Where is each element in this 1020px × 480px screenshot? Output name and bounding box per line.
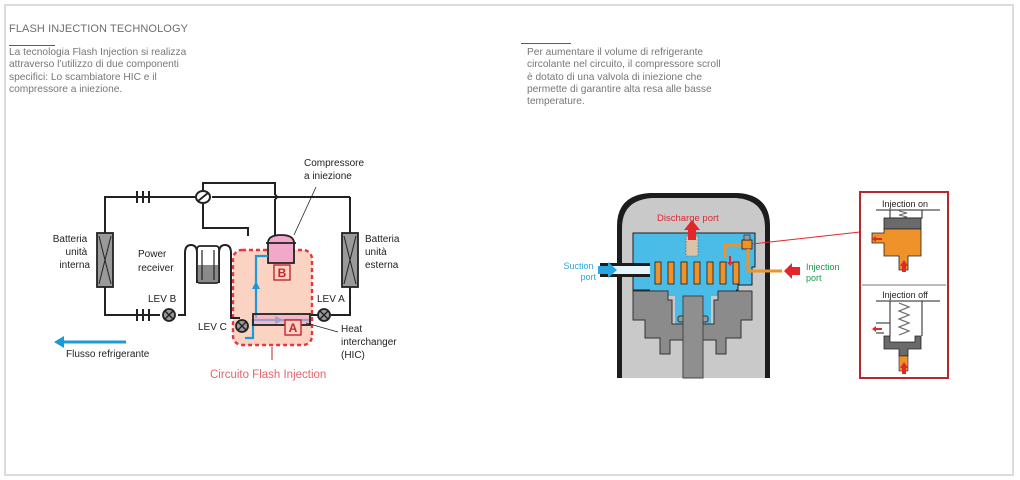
service-valve-top bbox=[136, 191, 150, 203]
four-way-valve-icon bbox=[195, 190, 211, 204]
zone-b-box bbox=[273, 264, 291, 281]
lev-b-valve-icon bbox=[162, 308, 176, 322]
drive-shaft bbox=[682, 295, 704, 379]
valve-callout-line bbox=[751, 231, 861, 245]
right-description: Per aumentare il volume di refrigerante … bbox=[527, 47, 721, 108]
flow-legend-arrowhead-icon bbox=[54, 336, 64, 348]
right-description-line: Per aumentare il volume di refrigerante bbox=[527, 47, 704, 58]
injection-on-label: Injection on bbox=[882, 199, 928, 209]
heat-interchanger-icon bbox=[252, 313, 311, 326]
refrigerant-piping bbox=[104, 182, 351, 319]
injection-port-label-line: Injection bbox=[806, 262, 840, 272]
injection-internal-arrow-icon bbox=[727, 256, 733, 266]
suction-arrow-icon bbox=[598, 262, 617, 278]
flow-arrow-up bbox=[252, 281, 260, 289]
lev-a-valve-icon bbox=[317, 308, 331, 322]
compressor-label-line: Compressore bbox=[304, 158, 364, 169]
right-accent-line bbox=[521, 43, 571, 44]
discharge-port-label: Discharge port bbox=[657, 213, 719, 224]
indoor-coil-label-line: Batteria bbox=[53, 234, 88, 245]
left-accent-line bbox=[9, 45, 55, 46]
lev-b-label: LEV B bbox=[148, 294, 177, 305]
right-description-line: circolante nel circuito, il compressore … bbox=[527, 59, 721, 71]
service-valve-bottom bbox=[136, 309, 150, 321]
outdoor-coil-label: Batteria unità esterna bbox=[365, 234, 402, 271]
injection-on-out-arrow-icon bbox=[872, 236, 882, 242]
indoor-coil-label-line: unità bbox=[66, 247, 88, 258]
outdoor-coil-icon bbox=[341, 232, 359, 288]
hic-label-line: interchanger bbox=[341, 337, 397, 348]
compressor-leader-line bbox=[293, 186, 317, 236]
outdoor-coil-label-line: unità bbox=[365, 247, 387, 258]
injection-off-in-arrow-icon bbox=[900, 362, 908, 374]
indoor-coil-icon bbox=[96, 232, 114, 288]
injection-off-label: Injection off bbox=[882, 290, 928, 300]
injection-on-in-arrow-icon bbox=[900, 260, 908, 272]
power-receiver-icon bbox=[196, 245, 220, 284]
indoor-coil-label: Batteria unità interna bbox=[53, 234, 91, 271]
lev-c-valve-icon bbox=[235, 319, 249, 333]
power-receiver-label-line: receiver bbox=[138, 263, 174, 274]
hic-label-line: Heat bbox=[341, 324, 362, 335]
zone-a-label: A bbox=[289, 321, 298, 335]
valve-detail-panel: Injection on Injection off bbox=[859, 191, 949, 379]
right-description-line: temperature. bbox=[527, 96, 585, 108]
hic-leader-line bbox=[305, 322, 339, 333]
lev-c-label: LEV C bbox=[198, 322, 227, 333]
left-description-line: compressore a iniezione. bbox=[9, 83, 123, 95]
suction-port-label-line: port bbox=[580, 272, 596, 282]
left-description-line: La tecnologia Flash Injection si realizz… bbox=[9, 47, 187, 58]
injection-pipe bbox=[723, 234, 782, 273]
power-receiver-label: Power receiver bbox=[138, 249, 174, 274]
outdoor-coil-label-line: esterna bbox=[365, 260, 399, 271]
hic-label-line: (HIC) bbox=[341, 350, 365, 361]
injection-on-valve bbox=[871, 210, 923, 272]
outdoor-coil-label-line: Batteria bbox=[365, 234, 400, 245]
right-description-line: permette di garantire alta resa alle bas… bbox=[527, 83, 712, 95]
indoor-coil-label-line: interna bbox=[59, 260, 90, 271]
injection-off-valve bbox=[872, 301, 923, 374]
scroll-fins bbox=[654, 261, 740, 285]
discharge-arrow-icon bbox=[684, 220, 700, 240]
zone-b-label: B bbox=[278, 266, 287, 280]
left-description-line: attraverso l’utilizzo di due componenti bbox=[9, 59, 179, 71]
injection-arrow-icon bbox=[784, 263, 800, 279]
suction-port-label-line: Suction bbox=[563, 261, 593, 271]
left-description: La tecnologia Flash Injection si realizz… bbox=[9, 47, 186, 96]
section-title: FLASH INJECTION TECHNOLOGY bbox=[9, 23, 189, 35]
injection-compressor-icon bbox=[266, 234, 296, 264]
flow-legend-label: Flusso refrigerante bbox=[66, 349, 150, 360]
injection-port-label: Injection port bbox=[806, 262, 842, 283]
injection-off-out-arrow-icon bbox=[872, 326, 882, 332]
content-panel bbox=[4, 4, 1014, 476]
flash-injection-circuit-diagram: B A Compressore a iniezione Batteria uni… bbox=[53, 158, 402, 381]
circuit-caption: Circuito Flash Injection bbox=[210, 369, 326, 381]
power-receiver-label-line: Power bbox=[138, 249, 167, 260]
suction-port-label: Suction port bbox=[563, 261, 596, 282]
lev-a-label: LEV A bbox=[317, 294, 345, 305]
compressor-label: Compressore a iniezione bbox=[304, 158, 367, 182]
compressor-label-line: a iniezione bbox=[304, 171, 352, 182]
hic-label: Heat interchanger (HIC) bbox=[341, 324, 399, 361]
injection-port-label-line: port bbox=[806, 273, 822, 283]
zone-a-box bbox=[284, 319, 302, 336]
left-description-line: specifici: Lo scambiatore HIC e il bbox=[9, 71, 157, 83]
right-description-line: è dotato di una valvola di iniezione che bbox=[527, 71, 703, 83]
